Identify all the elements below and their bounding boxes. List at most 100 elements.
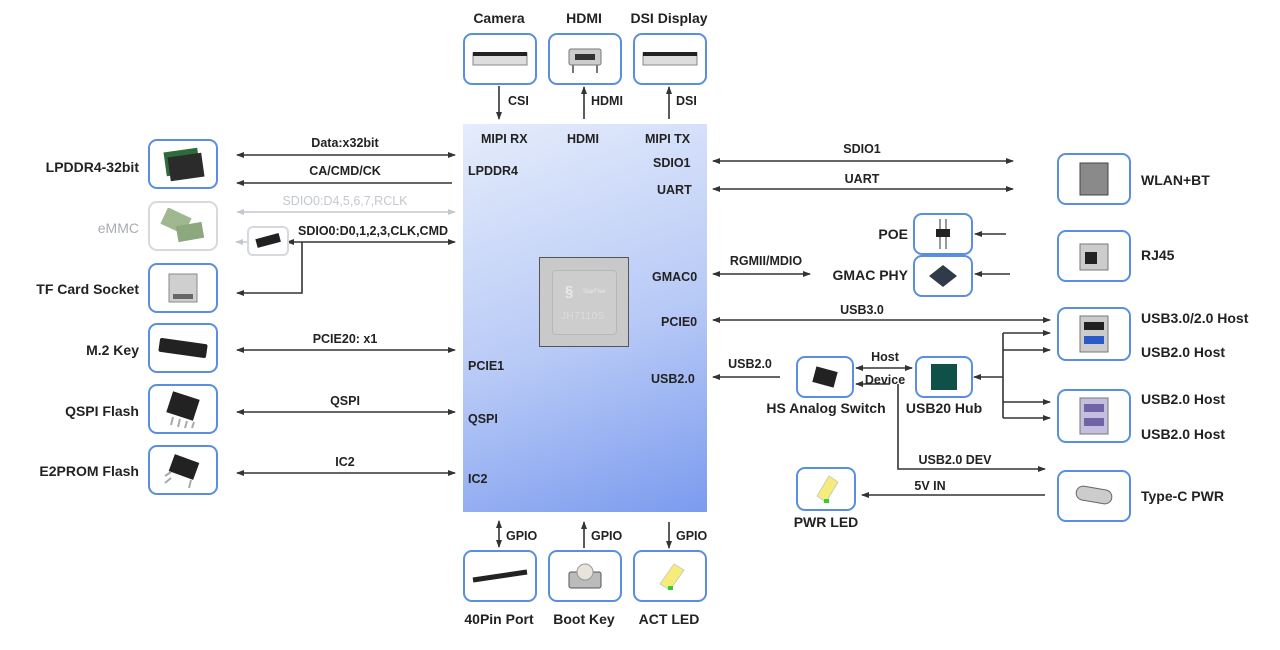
pin-pcie1: PCIE1 <box>468 359 505 373</box>
pin-gmac0: GMAC0 <box>652 270 698 284</box>
label-usb30-host: USB3.0/2.0 Host <box>1141 310 1249 326</box>
tf-card-box <box>148 263 218 313</box>
label-gmac-phy: GMAC PHY <box>832 267 908 283</box>
emmc-box <box>148 201 218 251</box>
pin-qspi: QSPI <box>468 412 498 426</box>
signal-rgmii: RGMII/MDIO <box>729 254 803 268</box>
40pin-port-box <box>463 550 537 602</box>
m2-connector-icon <box>158 337 208 359</box>
pin-lpddr4: LPDDR4 <box>468 164 519 178</box>
emmc-chip-icon <box>160 208 205 243</box>
signal-hdmi: HDMI <box>591 94 623 108</box>
label-hdmi: HDMI <box>566 10 602 26</box>
fpc-connector-icon <box>472 52 528 66</box>
label-e2prom-flash: E2PROM Flash <box>39 463 139 479</box>
label-usb-hub: USB20 Hub <box>905 400 983 416</box>
hs-switch-box <box>796 356 854 398</box>
label-tf-card: TF Card Socket <box>36 281 139 297</box>
label-40pin-port: 40Pin Port <box>464 611 534 627</box>
label-wlan-bt: WLAN+BT <box>1141 172 1210 188</box>
wire-tf-branch <box>236 242 303 296</box>
signal-device: Device <box>864 373 906 387</box>
soic-chip-icon <box>166 391 200 429</box>
dsi-display-box <box>633 33 707 85</box>
lpddr4-box <box>148 139 218 189</box>
qspi-flash-box <box>148 384 218 434</box>
starfive-logo-icon: § <box>565 283 574 300</box>
poe-header-icon <box>936 219 950 249</box>
hub-chip-icon <box>931 364 957 390</box>
label-rj45: RJ45 <box>1141 247 1175 263</box>
usb20-stack-box <box>1057 389 1131 443</box>
pin-sdio1: SDIO1 <box>653 156 691 170</box>
pin-mipi-tx: MIPI TX <box>645 132 691 146</box>
memory-chip-icon <box>163 147 205 182</box>
signal-usb30: USB3.0 <box>840 303 884 317</box>
signal-qspi: QSPI <box>330 394 360 408</box>
signal-csi: CSI <box>508 94 529 108</box>
usb30-box <box>1057 307 1131 361</box>
label-qspi-flash: QSPI Flash <box>65 403 139 419</box>
label-usb20-host-2: USB2.0 Host <box>1141 391 1226 407</box>
camera-box <box>463 33 537 85</box>
pin-usb20: USB2.0 <box>651 372 695 386</box>
signal-emmc: SDIO0:D4,5,6,7,RCLK <box>282 194 408 208</box>
usb-hub-box <box>915 356 973 398</box>
boot-key-box <box>548 550 622 602</box>
pin-pcie0: PCIE0 <box>661 315 698 329</box>
push-button-icon <box>568 563 602 589</box>
hdmi-box <box>548 33 622 85</box>
soc-chip: § StarFive JH7110S <box>539 257 629 347</box>
signal-5vin: 5V IN <box>914 479 946 493</box>
sot-chip-icon <box>164 454 200 489</box>
pin-mipi-rx: MIPI RX <box>481 132 528 146</box>
typec-box <box>1057 470 1131 522</box>
wire-usb-dev <box>897 384 1046 472</box>
label-dsi-display: DSI Display <box>630 10 708 26</box>
signal-gpio-40pin: GPIO <box>506 529 538 543</box>
signal-lpddr-data: Data:x32bit <box>311 136 379 150</box>
label-m2-key: M.2 Key <box>86 342 139 358</box>
signal-sdio1: SDIO1 <box>843 142 881 156</box>
pin-uart: UART <box>657 183 692 197</box>
fpc-connector-icon <box>642 52 698 66</box>
m2-key-box <box>148 323 218 373</box>
act-led-box <box>633 550 707 602</box>
label-typec-pwr: Type-C PWR <box>1141 488 1224 504</box>
chip-brand: StarFive <box>583 289 606 295</box>
switch-chip-icon <box>255 233 281 248</box>
qfn-chip-icon <box>929 265 957 287</box>
signal-sdio0: SDIO0:D0,1,2,3,CLK,CMD <box>297 224 449 238</box>
signal-lpddr-ca: CA/CMD/CK <box>309 164 381 178</box>
sd-socket-icon <box>168 273 198 303</box>
signal-usb20: USB2.0 <box>728 357 772 371</box>
signal-pcie20: PCIE20: x1 <box>312 332 378 346</box>
chip-die: § StarFive JH7110S <box>552 270 617 335</box>
gmac-phy-box <box>913 255 973 297</box>
label-pwr-led: PWR LED <box>793 514 859 530</box>
signal-ic2: IC2 <box>335 455 355 469</box>
soc-block: MIPI RX HDMI MIPI TX LPDDR4 SDIO1 UART G… <box>463 124 707 512</box>
label-hs-switch: HS Analog Switch <box>766 400 886 416</box>
signal-dsi: DSI <box>676 94 697 108</box>
label-act-led: ACT LED <box>638 611 700 627</box>
signal-usb-dev: USB2.0 DEV <box>918 453 992 467</box>
wlan-bt-box <box>1057 153 1131 205</box>
pin-header-icon <box>472 569 528 583</box>
e2prom-flash-box <box>148 445 218 495</box>
label-boot-key: Boot Key <box>553 611 615 627</box>
label-poe: POE <box>878 226 908 242</box>
label-camera: Camera <box>473 10 525 26</box>
signal-gpio-actled: GPIO <box>676 529 708 543</box>
pin-ic2: IC2 <box>468 472 488 486</box>
signal-gpio-bootkey: GPIO <box>591 529 623 543</box>
led-icon <box>659 563 685 591</box>
label-lpddr4: LPDDR4-32bit <box>45 159 139 175</box>
rj45-jack-icon <box>1079 243 1109 271</box>
switch-ic-icon <box>812 366 838 388</box>
usb-stack-icon <box>1079 315 1109 353</box>
pin-hdmi: HDMI <box>567 132 599 146</box>
chip-name: JH7110S <box>561 311 605 322</box>
sdio-switch-box <box>247 226 289 256</box>
